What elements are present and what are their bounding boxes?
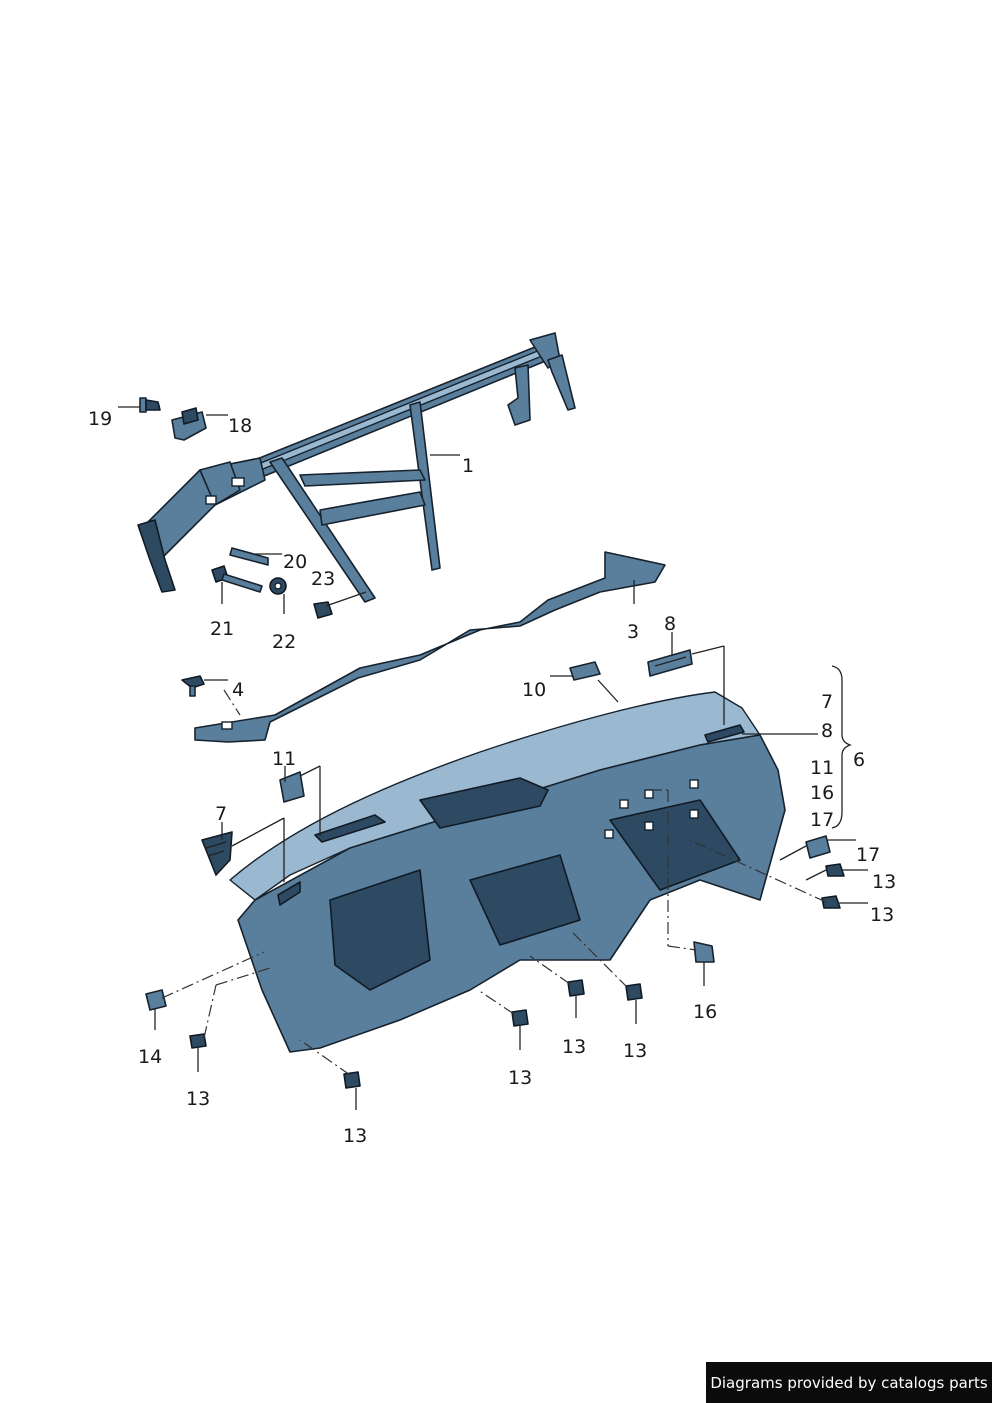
callout-13-c2: 13 [623, 1040, 647, 1062]
screw-13-right-lower [821, 895, 841, 909]
callout-16: 16 [693, 1001, 717, 1023]
screw-13-right-upper [825, 863, 845, 877]
vent-grille-7 [201, 831, 233, 876]
screw-13-b [343, 1071, 361, 1089]
bolt-21 [211, 565, 263, 593]
callout-13-r1: 13 [872, 871, 896, 893]
callout-13-l2: 13 [343, 1125, 367, 1147]
callout-6: 6 [853, 749, 865, 771]
callout-22: 22 [272, 631, 296, 653]
clip-16 [693, 941, 715, 963]
callout-labels: 19 18 1 20 23 21 22 3 8 4 10 7 8 6 11 16… [88, 408, 896, 1147]
callout-21: 21 [210, 618, 234, 640]
callout-13-r2: 13 [870, 904, 894, 926]
callout-11-group: 11 [810, 757, 834, 779]
bracket-18 [171, 407, 207, 441]
callout-7: 7 [215, 803, 227, 825]
bolt-19 [139, 397, 161, 413]
callout-3: 3 [627, 621, 639, 643]
callout-4: 4 [232, 679, 244, 701]
callout-20: 20 [283, 551, 307, 573]
callout-1: 1 [462, 455, 474, 477]
vent-grille-8 [647, 649, 693, 677]
callout-23: 23 [311, 568, 335, 590]
clip-11 [279, 771, 305, 803]
assembly-lines [161, 689, 827, 1076]
callout-11: 11 [272, 748, 296, 770]
nut-22 [269, 577, 287, 595]
callout-19: 19 [88, 408, 112, 430]
credit-text: Diagrams provided by catalogs parts [710, 1373, 988, 1392]
cross-member-beam [137, 332, 576, 603]
callout-8-group: 8 [821, 720, 833, 742]
credit-banner: Diagrams provided by catalogs parts [706, 1362, 992, 1403]
callout-8-top: 8 [664, 613, 676, 635]
callout-7-group: 7 [821, 691, 833, 713]
callout-18: 18 [228, 415, 252, 437]
callout-16-group: 16 [810, 782, 834, 804]
callout-13-l1: 13 [186, 1088, 210, 1110]
upper-cover-strip [194, 551, 666, 743]
clip-4 [181, 675, 205, 697]
callout-13-c3: 13 [508, 1067, 532, 1089]
clip-17 [805, 835, 831, 859]
callout-10: 10 [522, 679, 546, 701]
clip-10 [569, 661, 601, 681]
leader-lines [118, 406, 868, 1110]
callout-14: 14 [138, 1046, 162, 1068]
callout-17: 17 [856, 844, 880, 866]
stud-20 [229, 547, 269, 566]
callout-13-c1: 13 [562, 1036, 586, 1058]
screw-13-c [511, 1009, 529, 1027]
callout-17-group: 17 [810, 809, 834, 831]
screw-13-e [625, 983, 643, 1001]
screw-13-d [567, 979, 585, 997]
cap-14 [145, 989, 167, 1011]
screw-13-a [189, 1033, 207, 1049]
dashboard-panel [229, 691, 786, 1053]
